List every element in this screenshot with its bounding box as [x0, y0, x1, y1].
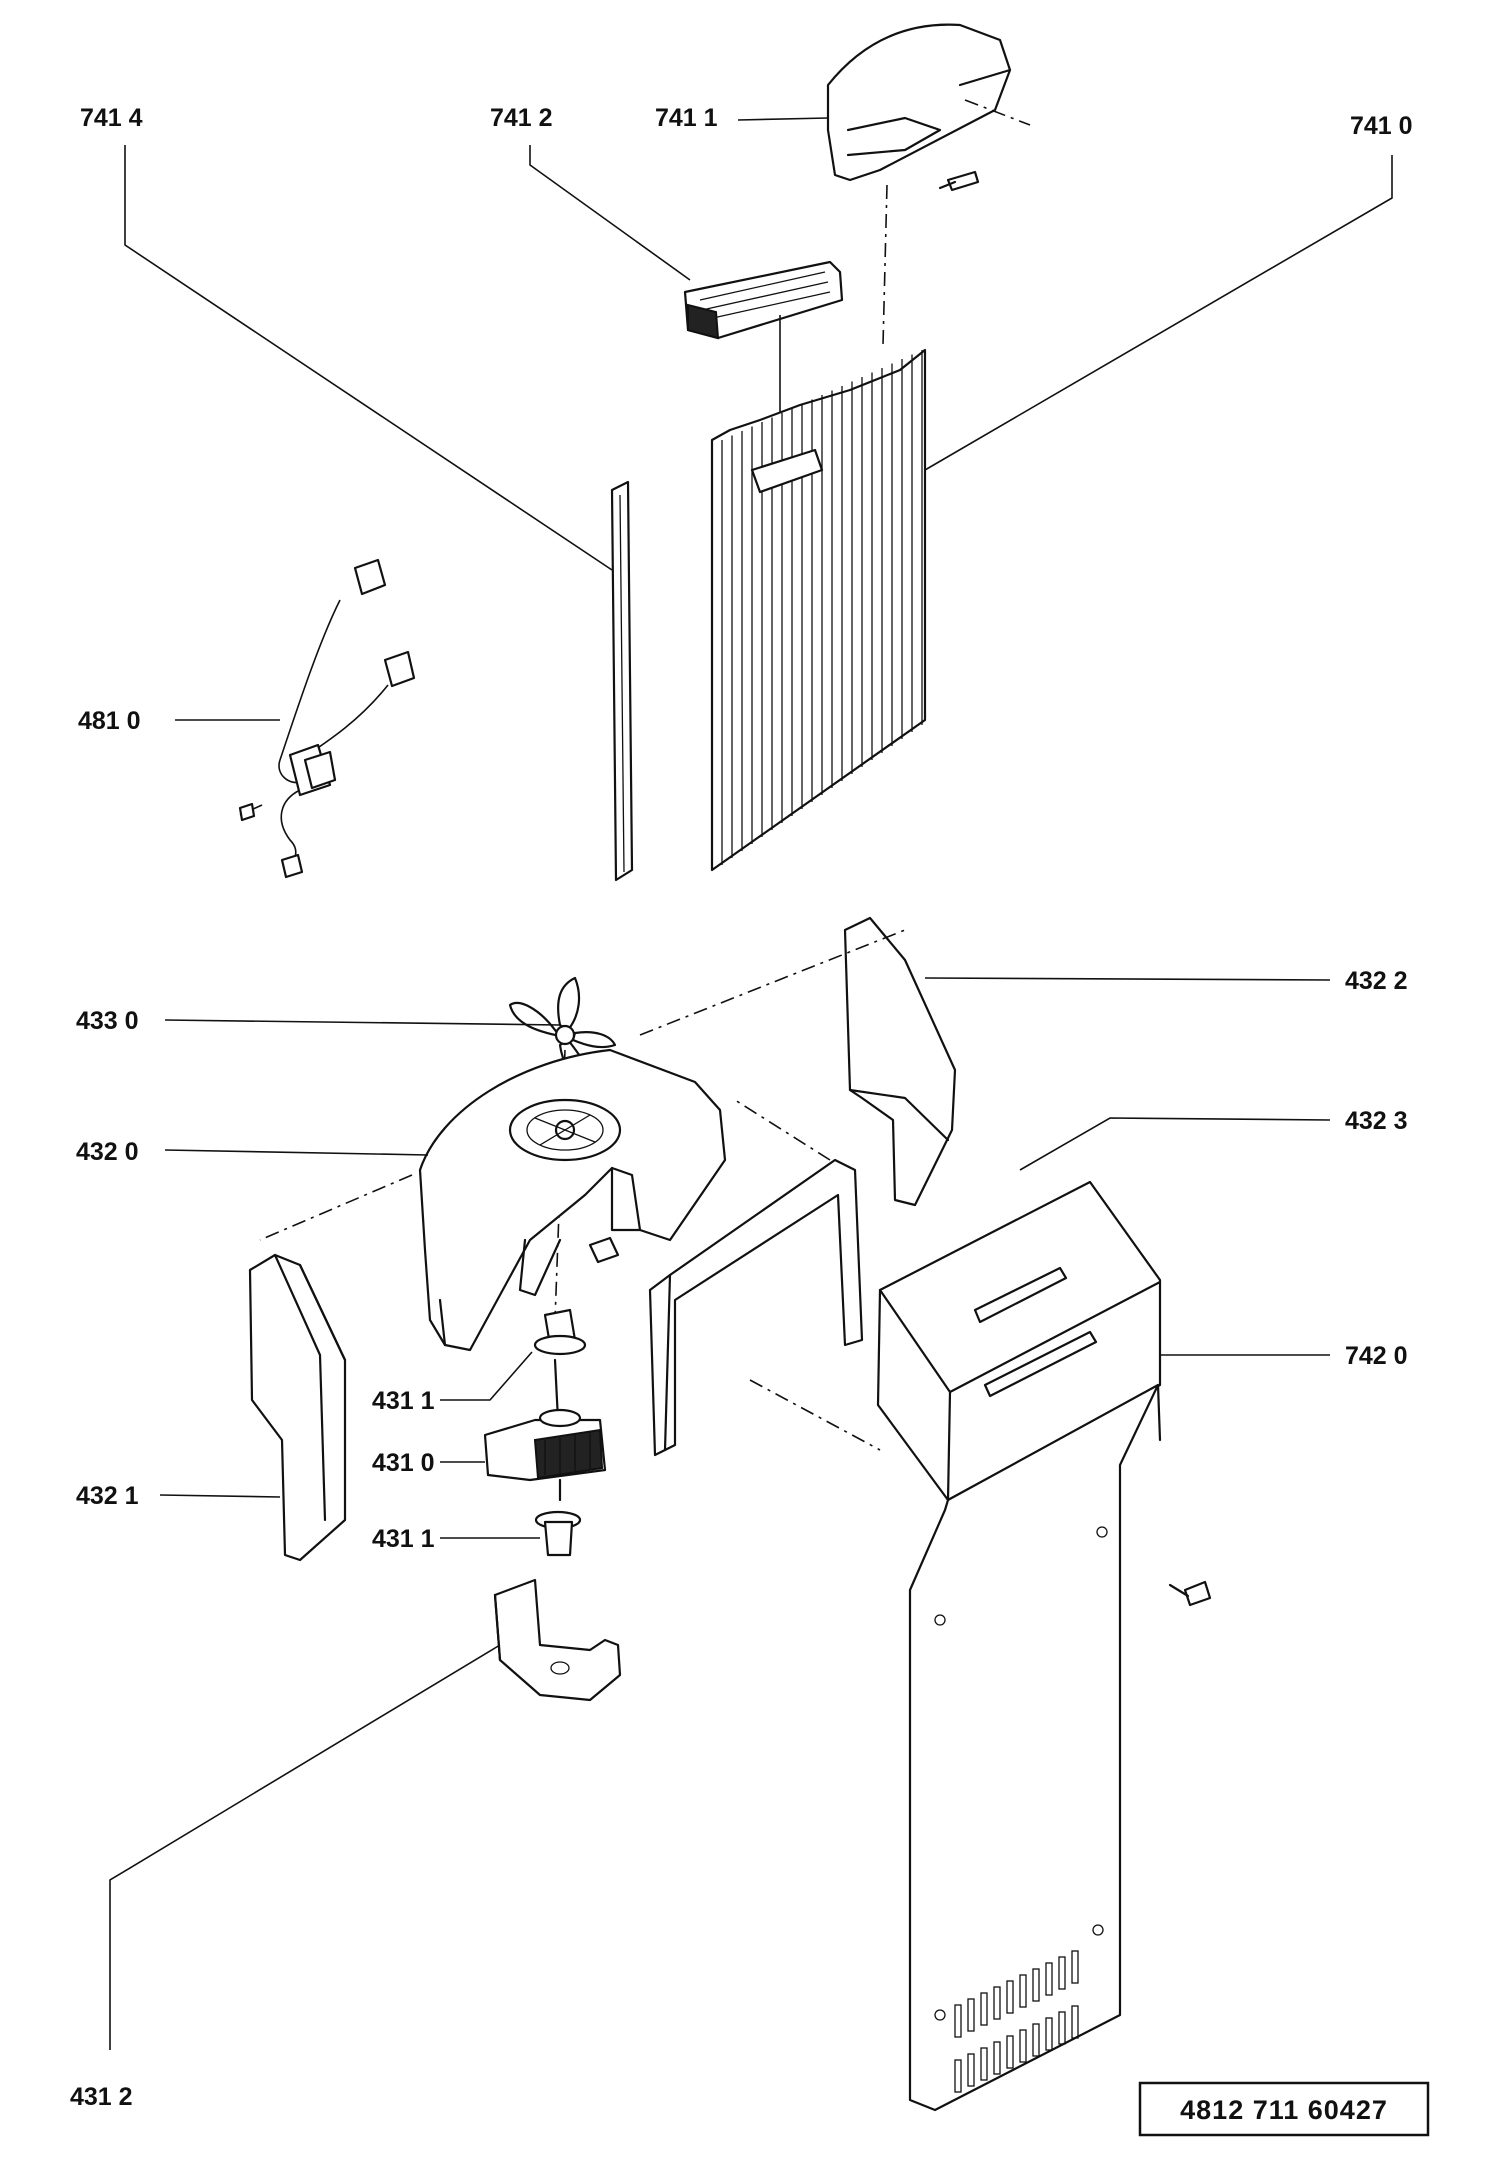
vent-slot	[1019, 1974, 1027, 2008]
leader-lines	[109, 117, 1393, 2050]
label-4311-lower: 431 1	[372, 1525, 435, 1553]
vent-slot	[1045, 1962, 1053, 1996]
vent-slot	[1058, 2011, 1066, 2045]
label-4320: 432 0	[76, 1138, 139, 1166]
label-4321: 432 1	[76, 1482, 139, 1510]
vent-slot	[1006, 2035, 1014, 2069]
part-4320-fan-shroud	[418, 1048, 727, 1352]
part-7414-seal-strip	[610, 480, 634, 882]
vent-slot	[980, 1992, 988, 2026]
assembly-line	[882, 184, 888, 346]
vent-slot	[1032, 2023, 1040, 2057]
label-7411: 741 1	[655, 104, 718, 132]
vent-slot	[1045, 2017, 1053, 2051]
label-7420: 742 0	[1345, 1342, 1408, 1370]
label-7412: 741 2	[490, 104, 553, 132]
reference-number: 4812 711 60427	[1180, 2095, 1388, 2125]
part-7410-ribbed-cover	[710, 348, 927, 872]
part-4311-upper-bearing	[533, 1308, 587, 1356]
vent-slot	[954, 2059, 962, 2093]
label-7410: 741 0	[1350, 112, 1413, 140]
vent-slot	[1071, 1950, 1079, 1984]
part-7420-back-panel	[876, 1180, 1212, 2112]
vent-slot	[1019, 2029, 1027, 2063]
assembly-line	[749, 1379, 881, 1451]
part-4321-left-insulation	[248, 1253, 347, 1562]
part-4310-fan-motor	[483, 1358, 607, 1502]
part-4311-lower-bearing	[534, 1510, 582, 1557]
part-4810-wiring-harness	[238, 558, 416, 879]
label-4310: 431 0	[372, 1449, 435, 1477]
label-7414: 741 4	[80, 104, 143, 132]
part-labels: 741 4 741 2 741 1 741 0 481 0 432 2 433 …	[70, 104, 1413, 2111]
assembly-line	[734, 1099, 831, 1161]
assembly-line	[259, 1174, 413, 1241]
vent-slot	[980, 2047, 988, 2081]
label-4330: 433 0	[76, 1007, 139, 1035]
assembly-line	[554, 1049, 566, 1321]
label-4810: 481 0	[78, 707, 141, 735]
vent-slot	[1006, 1980, 1014, 2014]
part-4323-u-channel	[648, 1158, 864, 1457]
label-4322: 432 2	[1345, 967, 1408, 995]
vent-slot	[1071, 2005, 1079, 2039]
vent-slot	[967, 1998, 975, 2032]
vent-slot	[1032, 1968, 1040, 2002]
reference-number-box: 4812 711 60427	[1138, 2081, 1430, 2137]
label-4311-upper: 431 1	[372, 1387, 435, 1415]
vent-slot	[967, 2053, 975, 2087]
label-4323: 432 3	[1345, 1107, 1408, 1135]
part-4322-right-insulation	[843, 916, 957, 1207]
assembly-line	[639, 929, 906, 1036]
part-7411-duct-hood	[826, 23, 1031, 192]
part-4312-motor-bracket	[493, 1578, 622, 1702]
part-7412-grille-cap	[683, 260, 844, 340]
vent-slot	[954, 2004, 962, 2038]
vent-slot	[993, 2041, 1001, 2075]
vent-slot	[993, 1986, 1001, 2020]
label-4312: 431 2	[70, 2083, 133, 2111]
vent-slot	[1058, 1956, 1066, 1990]
